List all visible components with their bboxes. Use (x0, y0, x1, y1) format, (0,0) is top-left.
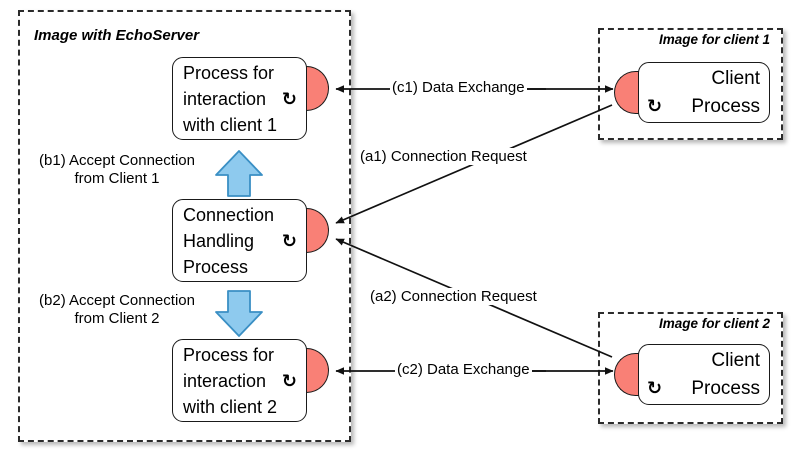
client1-container-title: Image for client 1 (658, 32, 770, 47)
process-client1: Client ↻ Process (638, 62, 770, 123)
process-interaction-client2: Process for interaction ↻ with client 2 (172, 339, 307, 422)
process-line-text: with client 2 (183, 396, 278, 417)
loop-icon: ↻ (281, 370, 297, 392)
process-line-text: interaction (183, 370, 267, 391)
label-b1-line2: from Client 1 (74, 170, 160, 188)
process-line-text: Process (691, 95, 760, 117)
label-b1-accept-connection: (b1) Accept Connection from Client 1 (22, 152, 212, 189)
loop-icon: ↻ (647, 95, 663, 117)
process-client2: Client ↻ Process (638, 344, 770, 405)
process-line-text: interaction (183, 88, 267, 109)
process-line-text: Process for (183, 62, 275, 83)
label-b2-line2: from Client 2 (74, 310, 160, 328)
label-a2-connection-request: (a2) Connection Request (368, 288, 539, 305)
loop-icon: ↻ (281, 88, 297, 110)
loop-icon: ↻ (647, 377, 663, 399)
label-a1-connection-request: (a1) Connection Request (358, 148, 529, 165)
process-line-text: Process (691, 377, 760, 399)
process-line-text: Handling (183, 230, 255, 251)
process-line-text: Client (711, 349, 760, 371)
process-line-text: Connection (183, 204, 275, 225)
client2-container-title: Image for client 2 (658, 316, 770, 331)
server-container-title: Image with EchoServer (34, 27, 200, 44)
process-line-text: Process (183, 256, 249, 277)
loop-icon: ↻ (281, 230, 297, 252)
label-c2-data-exchange: (c2) Data Exchange (395, 361, 532, 378)
label-b2-accept-connection: (b2) Accept Connection from Client 2 (22, 292, 212, 329)
label-b1-line1: (b1) Accept Connection (39, 152, 195, 169)
label-c1-data-exchange: (c1) Data Exchange (390, 79, 527, 96)
process-interaction-client1: Process for interaction ↻ with client 1 (172, 57, 307, 140)
label-b2-line1: (b2) Accept Connection (39, 292, 195, 309)
process-connection-handling: Connection Handling ↻ Process (172, 199, 307, 282)
process-line-text: Client (711, 67, 760, 89)
process-line-text: with client 1 (183, 114, 278, 135)
process-line-text: Process for (183, 344, 275, 365)
